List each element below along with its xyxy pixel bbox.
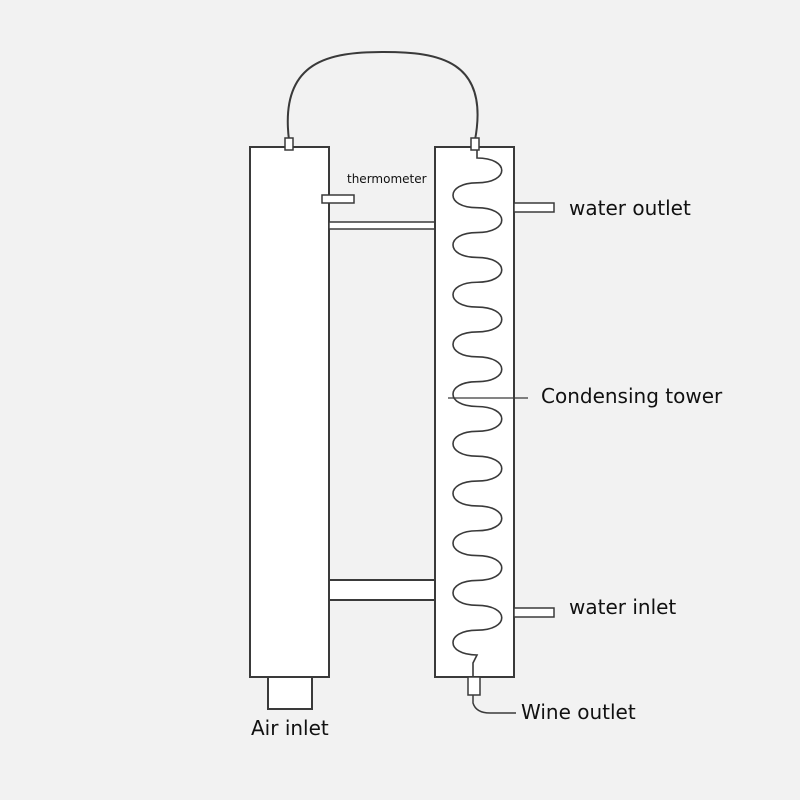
water-inlet-label: water inlet — [569, 595, 677, 619]
wine-outlet-pipe — [472, 695, 516, 714]
thermometer-tube — [321, 194, 355, 204]
air-inlet-label: Air inlet — [251, 716, 329, 740]
thermometer-label: thermometer — [347, 172, 427, 186]
lower-connecting-pipe — [328, 579, 436, 601]
wine-outlet-label: Wine outlet — [521, 700, 636, 724]
condensing-tower-label: Condensing tower — [541, 384, 723, 408]
water-outlet-nozzle — [513, 202, 555, 213]
vapor-pipe — [286, 50, 479, 141]
left-column — [249, 146, 330, 678]
left-top-connector — [284, 137, 294, 151]
condensing-column — [434, 146, 515, 678]
condensing-coil — [452, 150, 503, 677]
coil-path — [452, 150, 503, 677]
wine-outlet-stub — [467, 676, 481, 696]
water-inlet-nozzle — [513, 607, 555, 618]
upper-connecting-pipe — [328, 221, 436, 230]
right-top-connector — [470, 137, 480, 151]
water-outlet-label: water outlet — [569, 196, 691, 220]
air-inlet-stub — [267, 676, 313, 710]
